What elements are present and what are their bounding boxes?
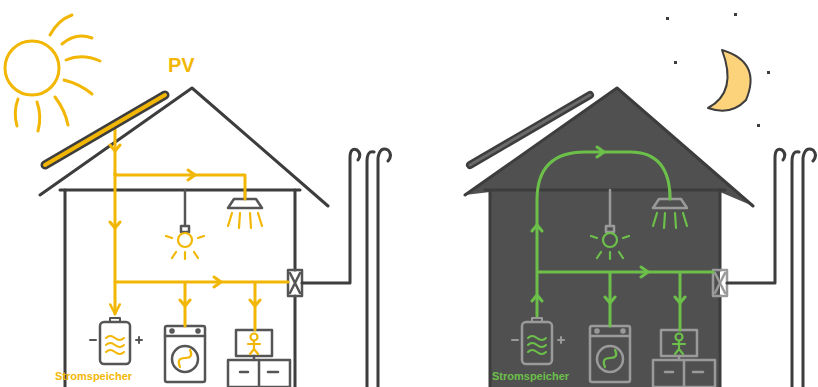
panel-label: PV — [168, 55, 195, 75]
star — [734, 13, 737, 16]
battery-body — [522, 322, 552, 364]
night-house — [465, 88, 753, 387]
panel-frame — [45, 95, 165, 165]
moon — [708, 50, 751, 111]
house-fill — [465, 88, 753, 387]
panel-cells — [45, 95, 165, 165]
charge-level — [106, 336, 124, 354]
flow-arrow — [532, 147, 685, 303]
appliance-glow — [591, 213, 687, 367]
house — [465, 88, 753, 387]
flow-arrow — [110, 145, 260, 306]
battery-body — [100, 322, 130, 364]
power-pole — [302, 149, 391, 387]
star — [666, 17, 669, 20]
power-wire — [115, 124, 288, 330]
charge-level — [528, 336, 546, 354]
battery-terminal — [532, 318, 542, 322]
storage-flow — [532, 147, 713, 330]
star — [757, 124, 760, 127]
house — [40, 88, 328, 387]
appliance-glow — [166, 213, 262, 367]
battery-storage: Stromspeicher — [477, 314, 569, 387]
night-sky — [666, 13, 770, 127]
star — [674, 61, 677, 64]
star — [767, 71, 770, 74]
power-wire — [537, 152, 713, 330]
battery-storage: Stromspeicher — [52, 314, 136, 387]
solar-flow — [110, 124, 288, 330]
sun-rays — [15, 15, 100, 131]
storage-label: Stromspeicher — [55, 371, 132, 382]
solar-panel: PV — [40, 55, 200, 173]
power-pole — [727, 149, 816, 387]
sun-disc — [5, 41, 59, 95]
sun — [5, 15, 100, 131]
battery-terminal — [110, 318, 120, 322]
storage-label: Stromspeicher — [492, 371, 569, 382]
power-flow — [114, 173, 117, 314]
